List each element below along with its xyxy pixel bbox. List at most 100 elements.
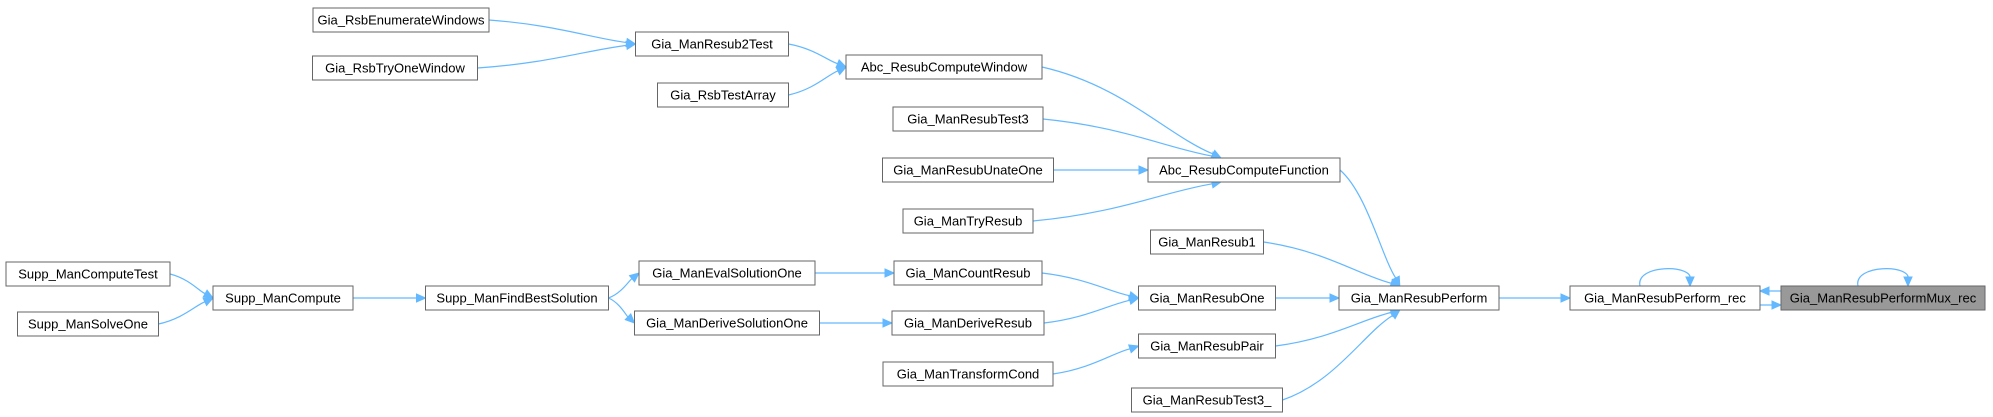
edge-Gia_ManResub1-to-Gia_ManResubPerform bbox=[1263, 241, 1401, 288]
node-Gia_ManResub2Test[interactable]: Gia_ManResub2Test bbox=[635, 31, 789, 57]
node-label: Abc_ResubComputeFunction bbox=[1159, 163, 1329, 178]
node-Gia_ManResubUnateOne[interactable]: Gia_ManResubUnateOne bbox=[882, 157, 1054, 183]
edge-line bbox=[788, 43, 838, 65]
node-Gia_ManResub1[interactable]: Gia_ManResub1 bbox=[1150, 229, 1264, 255]
arrowhead-icon bbox=[625, 40, 637, 51]
arrowhead-icon bbox=[1329, 293, 1341, 303]
arrowhead-icon bbox=[1389, 309, 1401, 320]
node-Gia_ManTransformCond[interactable]: Gia_ManTransformCond bbox=[882, 361, 1054, 387]
node-box bbox=[1338, 285, 1500, 311]
node-box bbox=[882, 157, 1054, 183]
node-Abc_ResubComputeFunction[interactable]: Abc_ResubComputeFunction bbox=[1147, 157, 1341, 183]
node-box bbox=[1131, 387, 1283, 413]
edge-Gia_ManEvalSolutionOne-to-Gia_ManCountResub bbox=[815, 268, 896, 278]
edge-line bbox=[158, 301, 206, 325]
edge-line bbox=[488, 19, 627, 44]
arrowhead-icon bbox=[628, 272, 640, 283]
node-label: Gia_ManTransformCond bbox=[897, 367, 1040, 382]
arrowhead-icon bbox=[1903, 276, 1913, 288]
node-Gia_ManResubPerformMux_rec[interactable]: Gia_ManResubPerformMux_rec bbox=[1780, 285, 1986, 311]
node-Gia_RsbEnumerateWindows[interactable]: Gia_RsbEnumerateWindows bbox=[312, 7, 490, 33]
node-label: Supp_ManCompute bbox=[225, 291, 341, 306]
edge-line bbox=[1032, 183, 1213, 222]
arrowhead-icon bbox=[835, 59, 848, 68]
node-Gia_ManCountResub[interactable]: Gia_ManCountResub bbox=[893, 260, 1043, 286]
node-Gia_ManResubTest3_[interactable]: Gia_ManResubTest3_ bbox=[1131, 387, 1283, 413]
node-Gia_ManResubOne[interactable]: Gia_ManResubOne bbox=[1138, 285, 1276, 311]
node-box bbox=[1780, 285, 1986, 311]
edge-line bbox=[169, 273, 206, 295]
node-Gia_ManDeriveResub[interactable]: Gia_ManDeriveResub bbox=[891, 310, 1045, 336]
node-box bbox=[312, 55, 478, 81]
arrowhead-icon bbox=[1758, 286, 1770, 296]
edge-Gia_ManResubOne-to-Gia_ManResubPerform bbox=[1275, 293, 1341, 303]
arrowhead-icon bbox=[202, 297, 215, 307]
node-box bbox=[425, 285, 609, 311]
arrowhead-icon bbox=[416, 293, 427, 303]
node-box bbox=[902, 208, 1034, 234]
node-Gia_ManTryResub[interactable]: Gia_ManTryResub bbox=[902, 208, 1034, 234]
node-box bbox=[845, 54, 1043, 80]
edge-line bbox=[1857, 268, 1909, 287]
node-label: Gia_ManDeriveSolutionOne bbox=[646, 316, 808, 331]
node-label: Gia_ManCountResub bbox=[905, 266, 1030, 281]
node-box bbox=[1138, 285, 1276, 311]
arrowhead-icon bbox=[1685, 276, 1695, 288]
node-Gia_ManResubPerform[interactable]: Gia_ManResubPerform bbox=[1338, 285, 1500, 311]
edge-Gia_ManDeriveResub-to-Gia_ManResubOne bbox=[1043, 295, 1140, 324]
node-box bbox=[891, 310, 1045, 336]
edge-Gia_ManTransformCond-to-Gia_ManResubPair bbox=[1052, 344, 1140, 375]
node-box bbox=[657, 82, 789, 108]
node-Gia_ManResubPerform_rec[interactable]: Gia_ManResubPerform_rec bbox=[1569, 285, 1761, 311]
edge-line bbox=[1263, 241, 1392, 284]
arrowhead-icon bbox=[1771, 300, 1783, 310]
edge-Gia_ManResubPerform_rec-to-Gia_ManResubPerform_rec bbox=[1639, 268, 1695, 288]
node-Supp_ManCompute[interactable]: Supp_ManCompute bbox=[212, 285, 354, 311]
node-label: Gia_ManResubOne bbox=[1150, 291, 1265, 306]
node-Supp_ManSolveOne[interactable]: Supp_ManSolveOne bbox=[17, 311, 159, 337]
node-label: Supp_ManComputeTest bbox=[18, 267, 158, 282]
edge-Abc_ResubComputeFunction-to-Gia_ManResubPerform bbox=[1339, 169, 1401, 288]
node-Gia_ManResubTest3[interactable]: Gia_ManResubTest3 bbox=[892, 106, 1044, 132]
edge-line bbox=[608, 297, 629, 318]
node-box bbox=[17, 311, 159, 337]
node-Gia_ManResubPair[interactable]: Gia_ManResubPair bbox=[1138, 333, 1276, 359]
edge-Gia_ManResubPerform-to-Gia_ManResubPerform_rec bbox=[1498, 293, 1572, 303]
node-Gia_ManDeriveSolutionOne[interactable]: Gia_ManDeriveSolutionOne bbox=[634, 310, 820, 336]
node-label: Gia_ManResubPerformMux_rec bbox=[1790, 291, 1977, 306]
edge-Gia_ManResubPerformMux_rec-to-Gia_ManResubPerform_rec bbox=[1758, 286, 1782, 296]
node-Supp_ManComputeTest[interactable]: Supp_ManComputeTest bbox=[5, 261, 171, 287]
edge-line bbox=[1041, 66, 1214, 155]
node-Abc_ResubComputeWindow[interactable]: Abc_ResubComputeWindow bbox=[845, 54, 1043, 80]
node-Supp_ManFindBestSolution[interactable]: Supp_ManFindBestSolution bbox=[425, 285, 609, 311]
edge-Gia_ManResubTest3-to-Abc_ResubComputeFunction bbox=[1042, 118, 1223, 161]
node-label: Gia_ManTryResub bbox=[914, 214, 1023, 229]
edge-Supp_ManSolveOne-to-Supp_ManCompute bbox=[158, 297, 215, 325]
arrowhead-icon bbox=[1127, 344, 1140, 354]
arrowhead-icon bbox=[624, 312, 636, 324]
node-Gia_RsbTestArray[interactable]: Gia_RsbTestArray bbox=[657, 82, 789, 108]
node-Gia_RsbTryOneWindow[interactable]: Gia_RsbTryOneWindow bbox=[312, 55, 478, 81]
arrowhead-icon bbox=[1128, 295, 1140, 306]
node-box bbox=[312, 7, 490, 33]
edge-Gia_ManResubPair-to-Gia_ManResubPerform bbox=[1275, 308, 1401, 347]
edge-Gia_ManDeriveSolutionOne-to-Gia_ManDeriveResub bbox=[819, 318, 894, 328]
nodes-layer: Gia_RsbEnumerateWindowsGia_RsbTryOneWind… bbox=[5, 7, 1986, 413]
arrowhead-icon bbox=[882, 318, 894, 328]
node-label: Gia_ManEvalSolutionOne bbox=[652, 266, 802, 281]
node-label: Supp_ManFindBestSolution bbox=[436, 291, 597, 306]
edge-line bbox=[1282, 314, 1393, 401]
node-Gia_ManEvalSolutionOne[interactable]: Gia_ManEvalSolutionOne bbox=[638, 260, 816, 286]
node-box bbox=[882, 361, 1054, 387]
edge-line bbox=[1275, 311, 1392, 347]
edge-Supp_ManFindBestSolution-to-Gia_ManDeriveSolutionOne bbox=[608, 297, 636, 324]
edge-Supp_ManComputeTest-to-Supp_ManCompute bbox=[169, 273, 215, 299]
node-label: Gia_ManResubPerform bbox=[1351, 291, 1488, 306]
edge-Gia_RsbTestArray-to-Abc_ResubComputeWindow bbox=[788, 66, 848, 96]
node-box bbox=[5, 261, 171, 287]
node-label: Gia_RsbTryOneWindow bbox=[325, 61, 465, 76]
edge-Gia_ManResubUnateOne-to-Abc_ResubComputeFunction bbox=[1053, 165, 1150, 175]
node-label: Gia_ManResubUnateOne bbox=[893, 163, 1043, 178]
node-box bbox=[1138, 333, 1276, 359]
